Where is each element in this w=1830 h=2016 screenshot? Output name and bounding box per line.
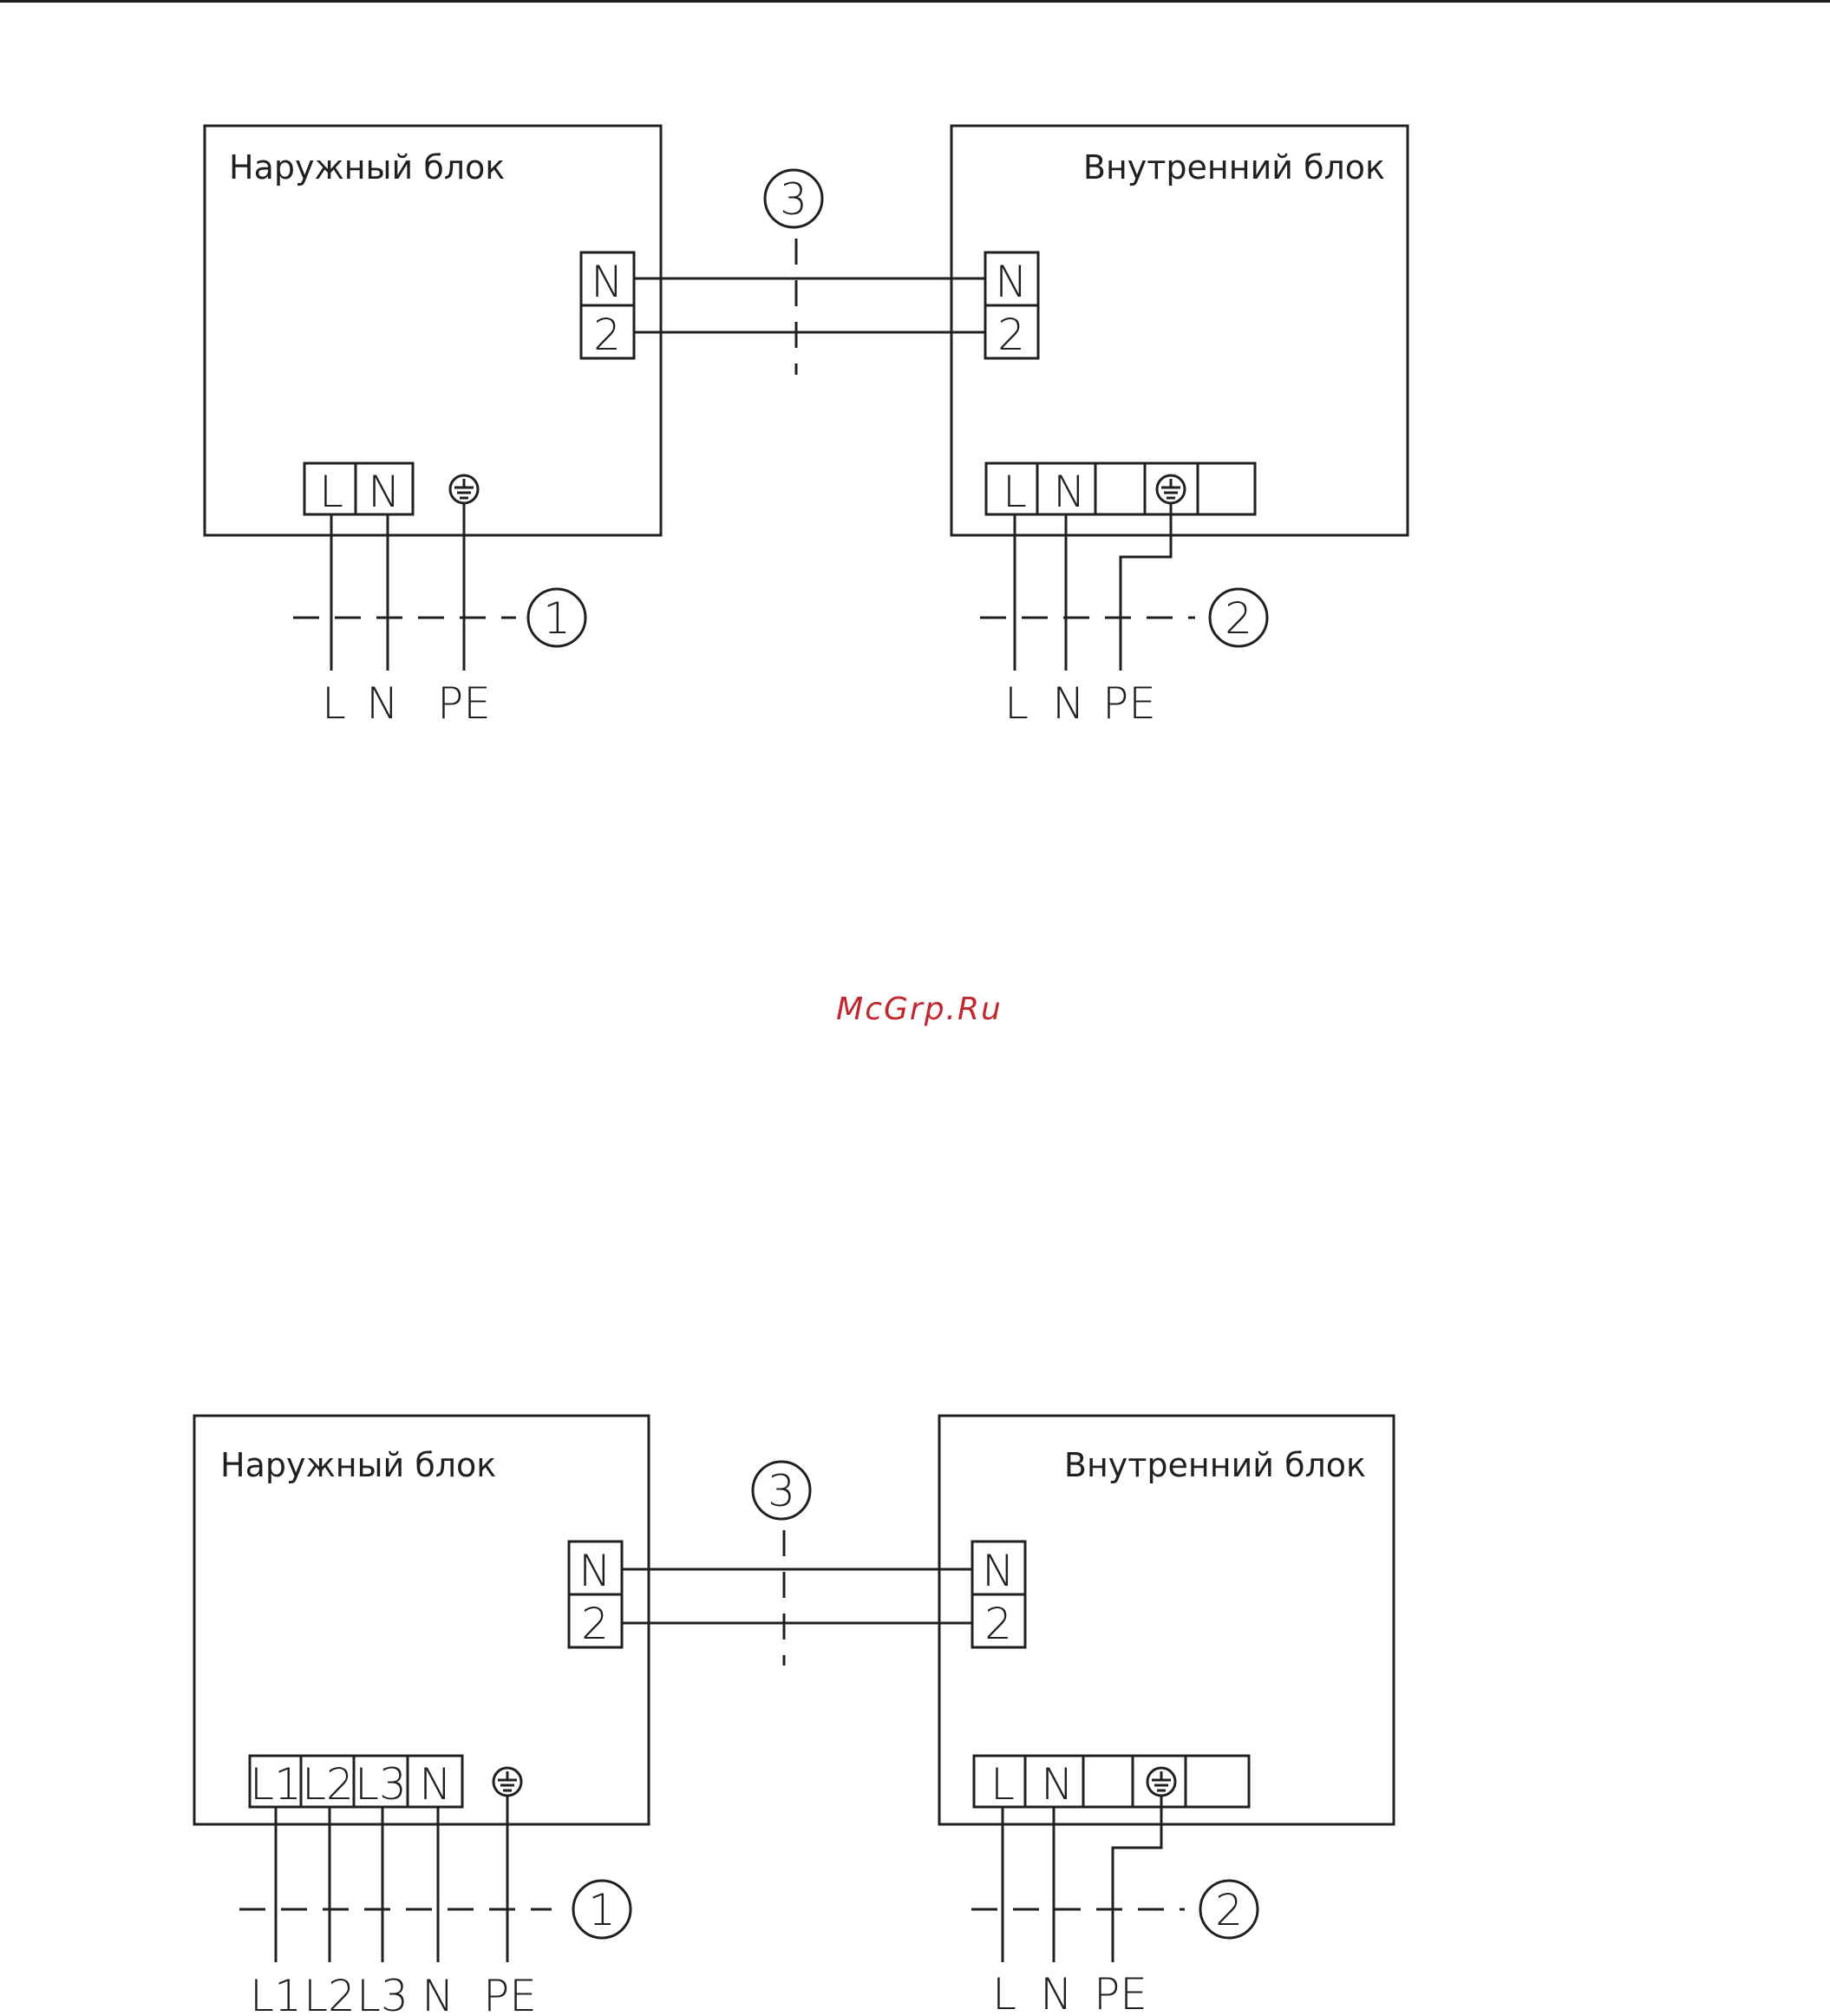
svg-text:2: 2 <box>1215 1885 1243 1935</box>
svg-text:1: 1 <box>588 1885 616 1935</box>
outdoor-wire-label: L3 <box>356 1971 408 2016</box>
callout-2: 2 <box>1200 1881 1258 1938</box>
callout-3: 3 <box>765 170 822 227</box>
indoor-wire-label: N <box>1052 678 1084 729</box>
outdoor-wire-label: L <box>322 678 346 729</box>
outdoor-wire-label: PE <box>483 1971 537 2016</box>
svg-text:2: 2 <box>1225 593 1252 644</box>
indoor-wire-label: PE <box>1094 1969 1147 2016</box>
callout-3: 3 <box>753 1462 810 1519</box>
callout-2: 2 <box>1210 589 1267 646</box>
outdoor-power-terminal-label: L1 <box>250 1759 302 1810</box>
indoor-signal-terminal-block: N 2 <box>985 252 1038 360</box>
outdoor-power-terminal-block: L1 L2 L3 N <box>250 1756 462 1810</box>
ground-icon <box>1157 475 1185 503</box>
indoor-power-terminal-block: L N <box>974 1756 1249 1810</box>
indoor-unit-title: Внутренний блок <box>1083 148 1385 187</box>
callout-1: 1 <box>528 589 585 646</box>
indoor-wire-pe <box>1121 503 1171 671</box>
diagram-three-phase: Наружный блок Внутренний блок N 2 N 2 3 <box>194 1416 1394 2016</box>
indoor-signal-terminal-label: N <box>995 257 1027 307</box>
outdoor-unit-title: Наружный блок <box>220 1446 496 1484</box>
watermark: McGrp.Ru <box>836 992 1003 1027</box>
indoor-wire-label: L <box>1004 678 1029 729</box>
svg-text:1: 1 <box>543 593 571 644</box>
diagram-single-phase: Наружный блок Внутренний блок N 2 N 2 3 … <box>205 126 1408 729</box>
outdoor-signal-terminal-block: N 2 <box>581 252 634 360</box>
svg-text:3: 3 <box>780 174 807 225</box>
indoor-power-terminal-label: L <box>990 1759 1015 1810</box>
svg-text:3: 3 <box>768 1466 795 1516</box>
outdoor-signal-terminal-block: N 2 <box>569 1541 622 1649</box>
outdoor-power-terminal-label: N <box>368 467 400 517</box>
outdoor-signal-terminal-label: 2 <box>593 310 621 360</box>
indoor-signal-terminal-label: 2 <box>997 310 1025 360</box>
indoor-signal-terminal-label: N <box>982 1546 1014 1596</box>
outdoor-wire-label: N <box>422 1971 454 2016</box>
ground-icon <box>493 1768 521 1796</box>
indoor-wire-pe <box>1113 1796 1161 1962</box>
indoor-power-terminal-label: N <box>1041 1759 1073 1810</box>
outdoor-wire-label: L1 <box>250 1971 302 2016</box>
outdoor-signal-terminal-label: N <box>591 257 623 307</box>
outdoor-power-terminal-label: N <box>419 1759 451 1810</box>
indoor-power-terminal-block: L N <box>986 463 1255 517</box>
outdoor-power-terminal-label: L2 <box>302 1759 354 1810</box>
indoor-unit-title: Внутренний блок <box>1064 1446 1366 1484</box>
outdoor-unit-title: Наружный блок <box>229 148 505 187</box>
indoor-wire-label: L <box>992 1969 1016 2016</box>
outdoor-power-terminal-label: L3 <box>355 1759 407 1810</box>
outdoor-signal-terminal-label: 2 <box>581 1599 609 1649</box>
outdoor-wire-label: L2 <box>304 1971 356 2016</box>
callout-1: 1 <box>573 1881 631 1938</box>
indoor-signal-terminal-block: N 2 <box>972 1541 1025 1649</box>
ground-icon <box>450 475 478 503</box>
outdoor-wire-label: PE <box>437 678 491 729</box>
outdoor-power-terminal-label: L <box>319 467 343 517</box>
outdoor-power-terminal-block: L N <box>304 463 413 517</box>
ground-icon <box>1147 1768 1175 1796</box>
indoor-signal-terminal-label: 2 <box>984 1599 1012 1649</box>
indoor-wire-label: N <box>1040 1969 1072 2016</box>
indoor-wire-label: PE <box>1102 678 1156 729</box>
indoor-power-terminal-label: L <box>1003 467 1027 517</box>
outdoor-signal-terminal-label: N <box>578 1546 611 1596</box>
indoor-power-terminal-label: N <box>1053 467 1085 517</box>
outdoor-wire-label: N <box>366 678 398 729</box>
